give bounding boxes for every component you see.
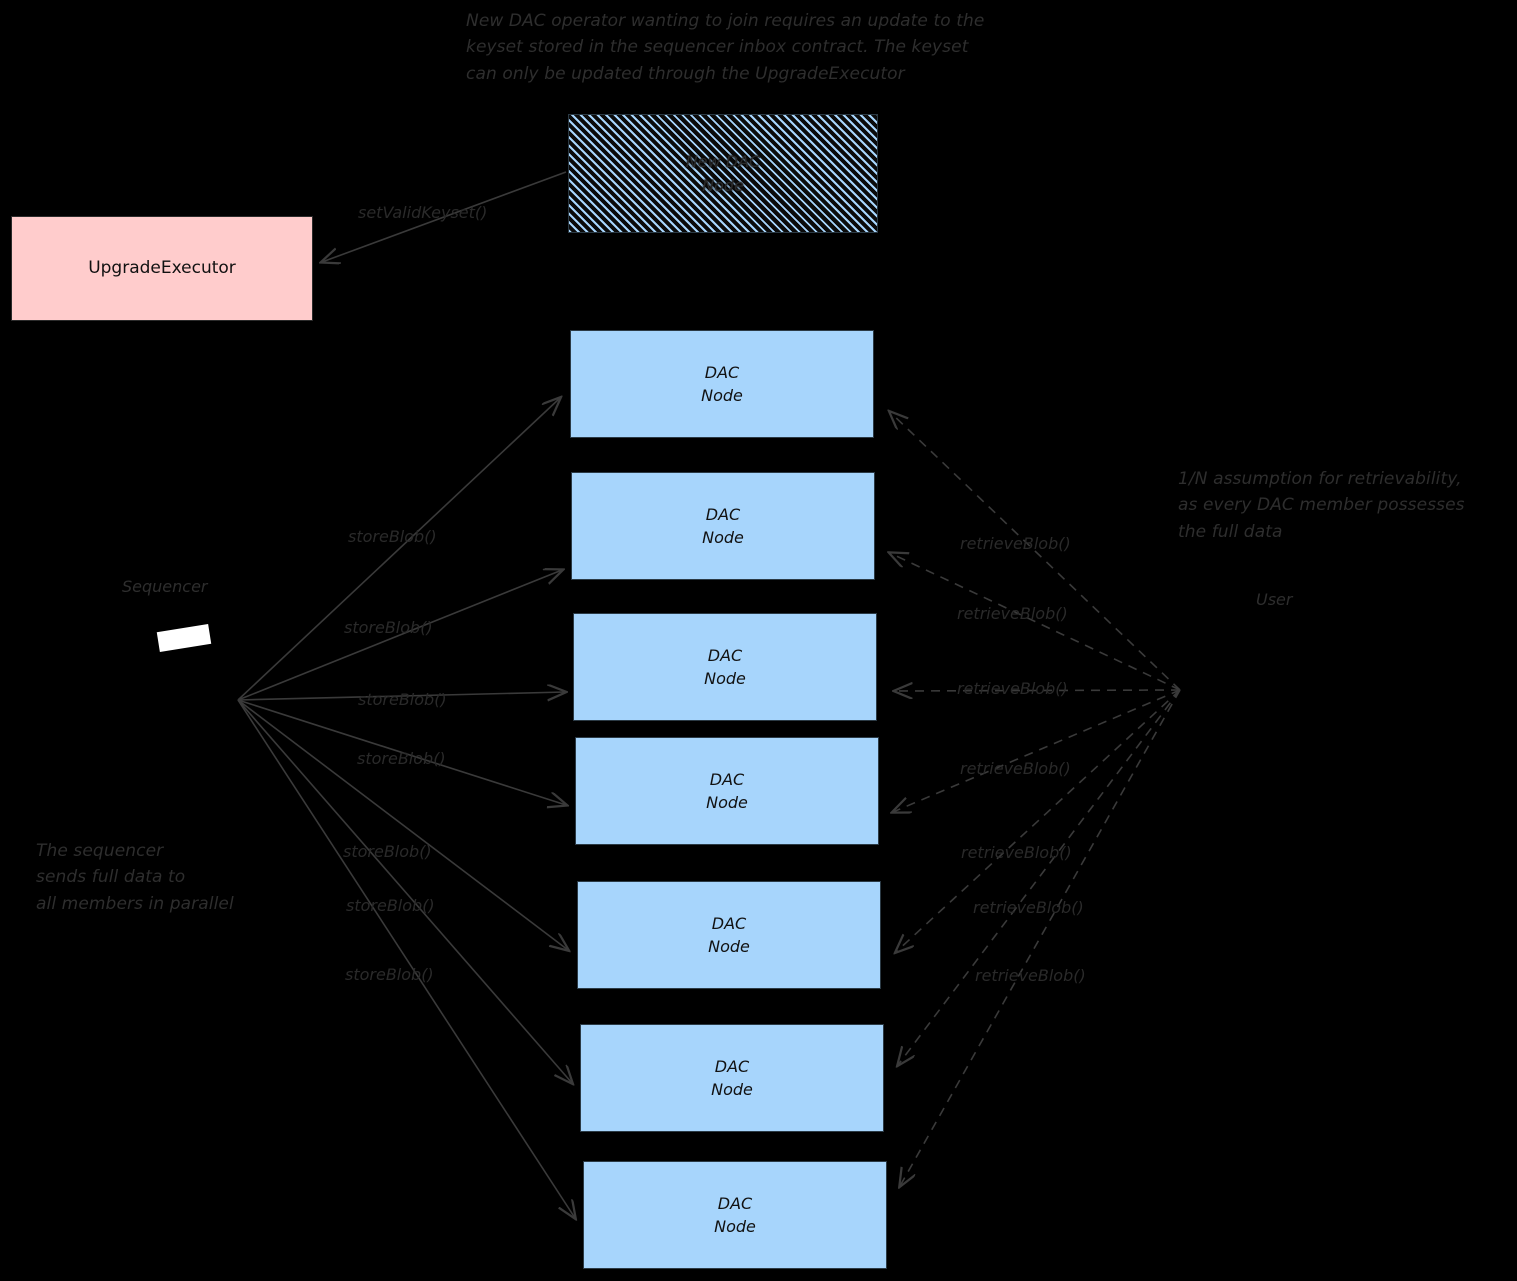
dac-node-4[interactable]: DAC Node (575, 737, 879, 845)
dac-node-label: DAC Node (714, 1193, 756, 1236)
edge-label-retrieve-blob-2: retrieveBlob() (957, 604, 1068, 623)
dac-node-label: DAC Node (704, 645, 746, 688)
dac-node-label: DAC Node (702, 504, 744, 547)
upgrade-executor-box[interactable]: UpgradeExecutor (11, 216, 313, 321)
new-dac-node-label: New DAC Node (685, 152, 761, 195)
edge-label-store-blob-7: storeBlob() (345, 965, 434, 984)
edge-label-set-valid-keyset: setValidKeyset() (358, 203, 488, 222)
dac-node-7[interactable]: DAC Node (583, 1161, 887, 1269)
edge-label-retrieve-blob-4: retrieveBlob() (960, 759, 1071, 778)
note-keyset: New DAC operator wanting to join require… (466, 11, 985, 84)
dac-node-3[interactable]: DAC Node (573, 613, 877, 721)
dac-node-label: DAC Node (711, 1056, 753, 1099)
edge-set-valid-keyset (322, 171, 567, 262)
sequencer-label: Sequencer (122, 577, 208, 596)
new-dac-node-box[interactable]: New DAC Node (568, 114, 878, 233)
edge-label-retrieve-blob-6: retrieveBlob() (973, 898, 1084, 917)
edge-store-blob-group (237, 398, 575, 1218)
edge-label-retrieve-blob-5: retrieveBlob() (961, 843, 1072, 862)
dac-node-6[interactable]: DAC Node (580, 1024, 884, 1132)
edge-label-retrieve-blob-7: retrieveBlob() (975, 966, 1086, 985)
dac-node-label: DAC Node (708, 913, 750, 956)
edge-label-store-blob-4: storeBlob() (357, 749, 446, 768)
edge-label-store-blob-5: storeBlob() (343, 842, 432, 861)
upgrade-executor-label: UpgradeExecutor (88, 258, 236, 279)
edge-label-store-blob-3: storeBlob() (358, 690, 447, 709)
dac-node-label: DAC Node (706, 769, 748, 812)
note-sequencer-parallel: The sequencer sends full data to all mem… (36, 841, 234, 914)
edge-retrieve-blob-group (890, 412, 1181, 1186)
dac-node-label: DAC Node (701, 362, 743, 405)
dac-node-2[interactable]: DAC Node (571, 472, 875, 580)
dac-node-1[interactable]: DAC Node (570, 330, 874, 438)
dac-node-5[interactable]: DAC Node (577, 881, 881, 989)
edge-label-store-blob-1: storeBlob() (348, 527, 437, 546)
edge-label-store-blob-6: storeBlob() (346, 896, 435, 915)
user-label: User (1256, 590, 1293, 609)
note-retrievability: 1/N assumption for retrievability, as ev… (1178, 469, 1465, 542)
edge-label-retrieve-blob-1: retrieveBlob() (960, 534, 1071, 553)
edge-label-store-blob-2: storeBlob() (344, 618, 433, 637)
edge-label-retrieve-blob-3: retrieveBlob() (957, 679, 1068, 698)
